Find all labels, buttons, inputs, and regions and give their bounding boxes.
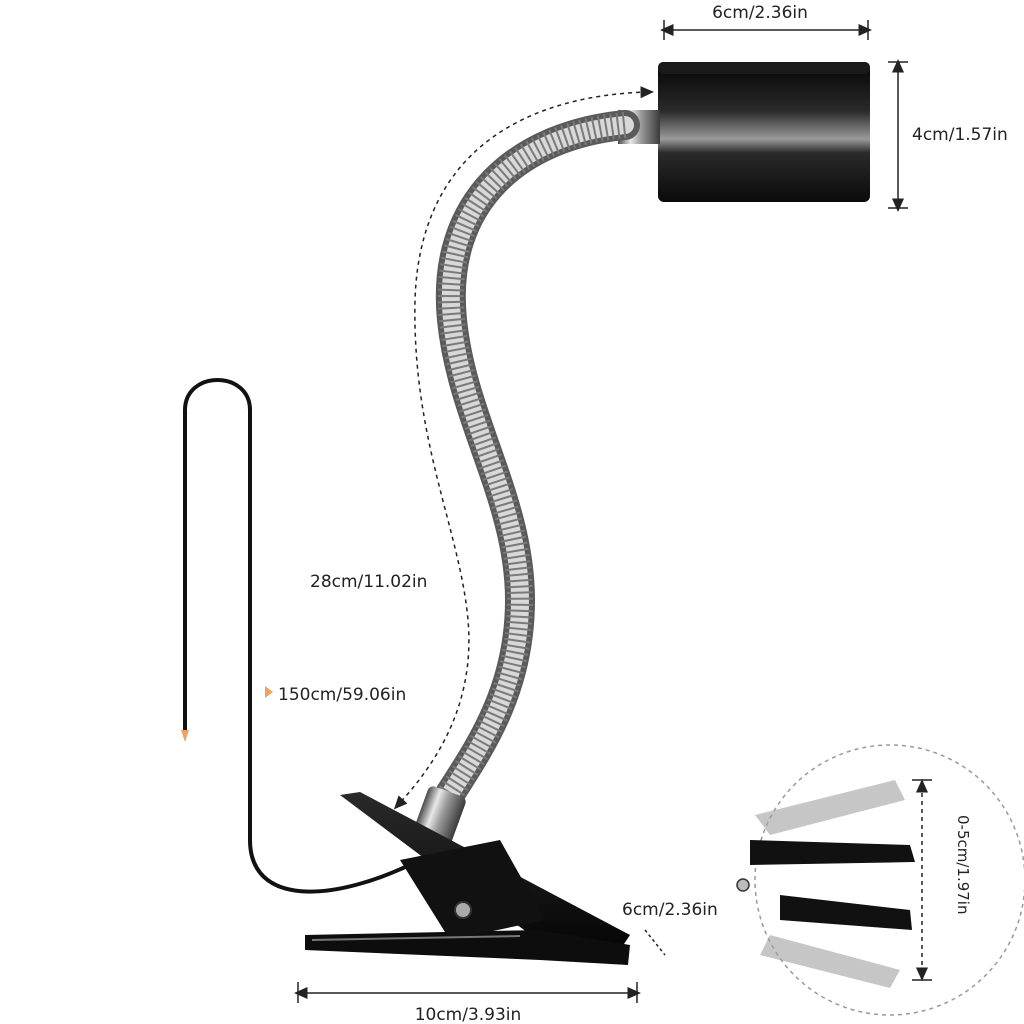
cable-marker-icon (265, 686, 273, 698)
power-cable (181, 378, 422, 894)
head-height-label: 4cm/1.57in (912, 125, 1008, 145)
clip-opening-inset (736, 744, 1024, 1016)
gooseneck-arm (414, 110, 640, 844)
cable-length-label: 150cm/59.06in (278, 685, 406, 705)
dimension-lines (294, 20, 932, 1003)
clamp (305, 792, 630, 965)
lamp-head (618, 62, 870, 202)
head-width-label: 6cm/2.36in (712, 3, 808, 23)
clip-opening-label: 0-5cm/1.97in (954, 815, 972, 915)
gooseneck-length-label: 28cm/11.02in (310, 572, 427, 592)
clip-depth-label: 6cm/2.36in (622, 900, 718, 920)
clip-length-label: 10cm/3.93in (415, 1005, 522, 1024)
